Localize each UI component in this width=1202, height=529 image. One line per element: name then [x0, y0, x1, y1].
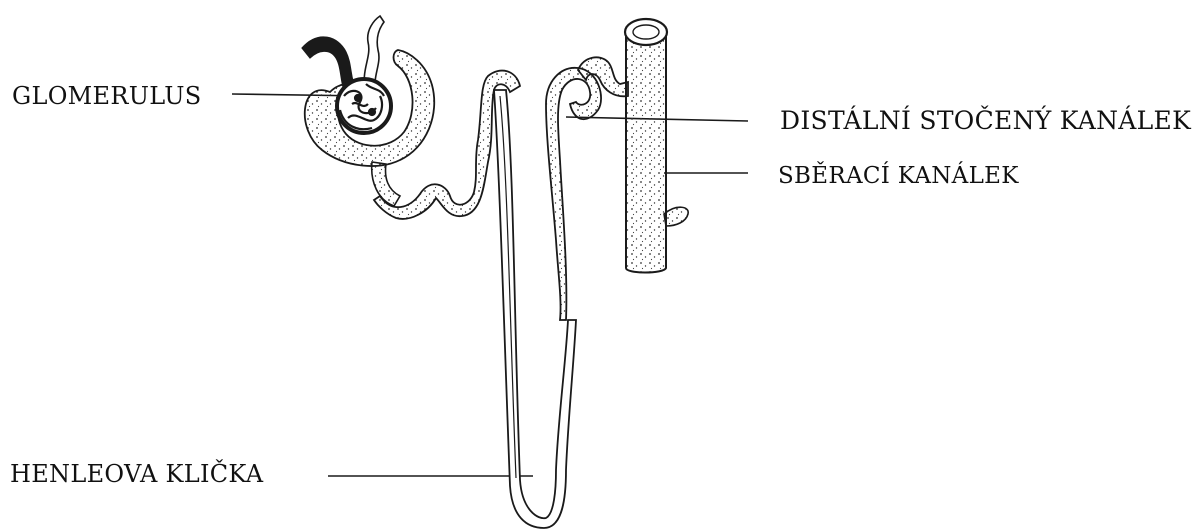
collecting-duct	[625, 19, 688, 273]
loop-of-henle-label: HENLEOVA KLIČKA	[10, 462, 263, 486]
thick-ascending-limb	[546, 68, 601, 320]
glomerulus	[337, 79, 391, 133]
collecting-duct-label: SBĚRACÍ KANÁLEK	[778, 165, 1019, 188]
distal-tubule-label: DISTÁLNÍ STOČENÝ KANÁLEK	[780, 108, 1191, 133]
distal-tubule	[578, 57, 628, 96]
glomerulus-label: GLOMERULUS	[12, 84, 201, 108]
